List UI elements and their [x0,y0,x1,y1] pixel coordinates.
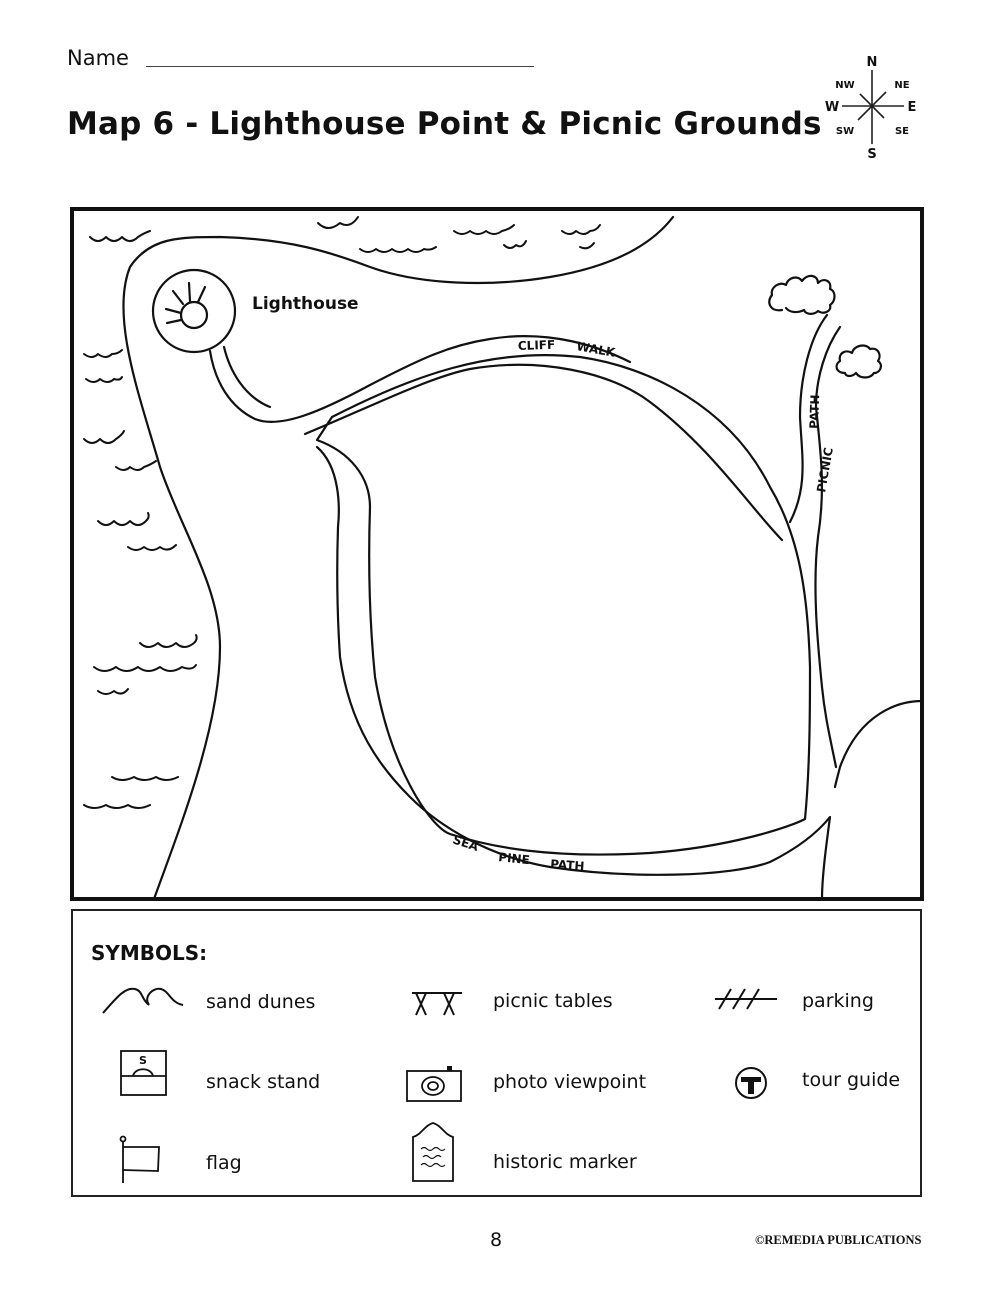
label-pine: PINE [498,850,531,867]
picnic-tables-icon [412,992,462,1016]
compass-s: S [867,147,876,162]
snack-stand-icon-letter: S [139,1054,147,1067]
symbol-label-snack-stand: snack stand [206,1071,321,1093]
picnic-path-left-edge [788,313,829,524]
label-path-sea-pine: PATH [550,857,585,873]
symbol-label-picnic-tables: picnic tables [493,990,613,1012]
flag-icon [119,1135,160,1183]
compass-n: N [867,55,878,70]
symbol-label-historic-marker: historic marker [493,1151,637,1173]
east-shore [833,699,924,789]
parking-icon [715,988,777,1010]
compass-rose-icon: N S E W NW NE SW SE [825,55,917,162]
loop-inner-edge [315,353,812,856]
compass-se: SE [895,126,909,137]
label-lighthouse: Lighthouse [252,294,359,314]
symbol-label-tour-guide: tour guide [802,1069,901,1091]
label-path-picnic: PATH [807,394,822,429]
lighthouse-path-right-edge [222,345,272,409]
lighthouse-lamp-circle [179,300,209,330]
symbols-title: SYMBOLS: [91,941,208,965]
compass-e: E [908,100,917,115]
compass-ne: NE [894,80,909,91]
tour-guide-icon [735,1067,767,1099]
snack-stand-icon: S [120,1050,167,1096]
sand-dunes-icon [102,987,184,1014]
symbol-label-photo-viewpoint: photo viewpoint [493,1071,647,1093]
photo-viewpoint-icon [406,1066,462,1102]
picnic-path-right-edge [814,325,842,769]
copyright: ©REMEDIA PUBLICATIONS [755,1233,922,1247]
map: Lighthouse CLIFF WALK PICNIC PATH SEA PI… [70,207,924,901]
waves [83,216,601,809]
symbols-legend: SYMBOLS: sand dunes picnic tables parkin… [71,909,922,1197]
symbol-label-parking: parking [802,990,874,1012]
page-title: Map 6 - Lighthouse Point & Picnic Ground… [67,106,822,142]
cliff-walk-outer-edge [303,363,784,542]
label-cliff: CLIFF [518,338,556,353]
tree-icon [835,344,883,379]
historic-marker-icon [412,1122,454,1182]
lighthouse-path-left-edge [208,335,632,423]
label-walk: WALK [575,339,616,360]
sea-pine-path-outer-edge [315,445,832,901]
symbol-label-sand-dunes: sand dunes [206,991,316,1013]
page-number: 8 [490,1229,503,1251]
tree-icon [768,274,836,315]
name-field[interactable] [146,66,534,67]
coastline [122,215,675,901]
lighthouse-rays [164,281,207,325]
map-border [70,207,924,901]
symbol-label-flag: flag [206,1152,242,1174]
name-label: Name [67,46,129,70]
compass-nw: NW [835,80,854,91]
lighthouse-outer-circle [151,268,237,354]
compass-ne-sw-line [857,91,887,121]
compass-w: W [825,100,839,115]
compass-sw: SW [836,126,854,137]
